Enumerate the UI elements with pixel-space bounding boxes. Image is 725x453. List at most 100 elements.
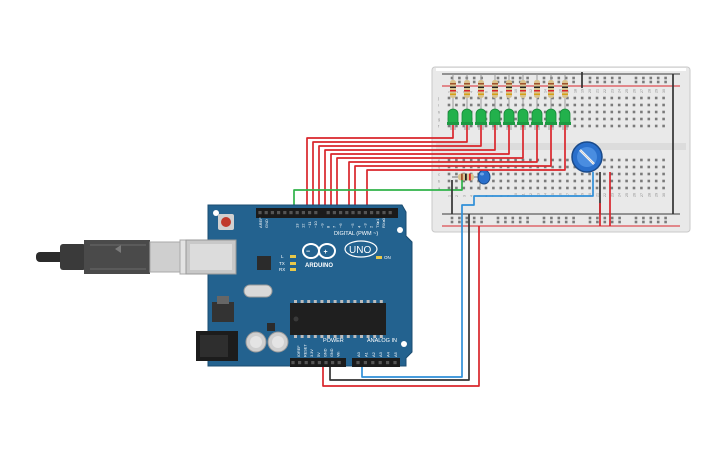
breadboard-hole[interactable]: [647, 179, 651, 183]
rail-hole[interactable]: [550, 220, 553, 224]
breadboard-hole[interactable]: [617, 103, 621, 107]
rail-hole[interactable]: [472, 76, 476, 80]
breadboard-hole[interactable]: [551, 179, 554, 183]
breadboard-hole[interactable]: [595, 179, 599, 183]
rail-hole[interactable]: [564, 76, 568, 80]
breadboard-hole[interactable]: [617, 158, 621, 162]
breadboard-hole[interactable]: [506, 186, 510, 190]
breadboard-hole[interactable]: [610, 179, 614, 183]
breadboard-hole[interactable]: [492, 165, 495, 169]
analog-pin[interactable]: [356, 361, 360, 365]
breadboard-hole[interactable]: [499, 179, 503, 183]
header-pin[interactable]: [301, 211, 305, 215]
rail-hole[interactable]: [596, 80, 599, 84]
power-pin[interactable]: [324, 361, 328, 365]
breadboard-hole[interactable]: [647, 124, 651, 128]
breadboard-hole[interactable]: [566, 186, 569, 190]
rail-hole[interactable]: [596, 216, 599, 220]
rail-hole[interactable]: [504, 220, 507, 224]
rail-hole[interactable]: [564, 216, 568, 220]
rail-hole[interactable]: [496, 216, 500, 220]
header-pin[interactable]: [270, 211, 274, 215]
breadboard-hole[interactable]: [536, 179, 540, 183]
rail-hole[interactable]: [518, 220, 522, 224]
breadboard-hole[interactable]: [640, 172, 643, 176]
rail-hole[interactable]: [572, 80, 575, 84]
power-pin[interactable]: [298, 361, 302, 365]
rail-hole[interactable]: [588, 220, 592, 224]
header-pin[interactable]: [357, 211, 361, 215]
breadboard-hole[interactable]: [662, 165, 665, 169]
rail-hole[interactable]: [610, 80, 614, 84]
breadboard-hole[interactable]: [536, 172, 540, 176]
breadboard-hole[interactable]: [506, 158, 510, 162]
rail-hole[interactable]: [572, 216, 575, 220]
breadboard-hole[interactable]: [573, 96, 577, 100]
rail-hole[interactable]: [642, 76, 645, 80]
breadboard-hole[interactable]: [625, 96, 628, 100]
rail-hole[interactable]: [564, 220, 568, 224]
breadboard-hole[interactable]: [543, 186, 547, 190]
breadboard-hole[interactable]: [566, 158, 569, 162]
breadboard-hole[interactable]: [588, 124, 591, 128]
rail-hole[interactable]: [610, 76, 614, 80]
breadboard-hole[interactable]: [551, 158, 554, 162]
breadboard-hole[interactable]: [632, 103, 636, 107]
header-pin[interactable]: [363, 211, 367, 215]
rail-hole[interactable]: [664, 216, 667, 220]
rail-hole[interactable]: [458, 80, 461, 84]
rail-hole[interactable]: [518, 76, 522, 80]
breadboard-hole[interactable]: [632, 110, 636, 114]
breadboard-hole[interactable]: [625, 117, 628, 121]
breadboard-hole[interactable]: [588, 179, 591, 183]
breadboard-hole[interactable]: [462, 103, 466, 107]
breadboard-hole[interactable]: [492, 179, 495, 183]
breadboard-hole[interactable]: [447, 103, 451, 107]
header-pin[interactable]: [351, 211, 355, 215]
rail-hole[interactable]: [588, 216, 592, 220]
breadboard-hole[interactable]: [477, 165, 480, 169]
rail-hole[interactable]: [511, 216, 515, 220]
breadboard-hole[interactable]: [580, 172, 584, 176]
breadboard-hole[interactable]: [588, 172, 591, 176]
breadboard-hole[interactable]: [506, 103, 510, 107]
analog-pin[interactable]: [386, 361, 390, 365]
rail-hole[interactable]: [526, 76, 529, 80]
breadboard-hole[interactable]: [573, 165, 577, 169]
rail-hole[interactable]: [496, 76, 500, 80]
breadboard-hole[interactable]: [588, 117, 591, 121]
breadboard-hole[interactable]: [662, 103, 665, 107]
header-pin[interactable]: [264, 211, 268, 215]
breadboard-hole[interactable]: [566, 172, 569, 176]
rail-hole[interactable]: [664, 220, 667, 224]
rail-hole[interactable]: [618, 76, 621, 80]
breadboard-hole[interactable]: [492, 172, 495, 176]
breadboard-hole[interactable]: [558, 124, 562, 128]
breadboard-hole[interactable]: [455, 124, 458, 128]
rail-hole[interactable]: [472, 220, 476, 224]
breadboard-hole[interactable]: [514, 124, 517, 128]
breadboard-hole[interactable]: [447, 172, 451, 176]
breadboard-hole[interactable]: [521, 158, 525, 162]
breadboard-hole[interactable]: [632, 124, 636, 128]
breadboard-hole[interactable]: [447, 165, 451, 169]
breadboard-hole[interactable]: [514, 117, 517, 121]
breadboard-hole[interactable]: [654, 179, 658, 183]
breadboard-hole[interactable]: [447, 179, 451, 183]
breadboard-hole[interactable]: [506, 96, 510, 100]
header-pin[interactable]: [277, 211, 281, 215]
breadboard-hole[interactable]: [529, 124, 532, 128]
breadboard-hole[interactable]: [514, 179, 517, 183]
breadboard-hole[interactable]: [640, 158, 643, 162]
breadboard-hole[interactable]: [647, 103, 651, 107]
header-pin[interactable]: [332, 211, 336, 215]
header-pin[interactable]: [258, 211, 262, 215]
breadboard-hole[interactable]: [469, 179, 473, 183]
breadboard-hole[interactable]: [543, 117, 547, 121]
analog-pin[interactable]: [378, 361, 382, 365]
breadboard-hole[interactable]: [603, 103, 606, 107]
rail-hole[interactable]: [465, 220, 469, 224]
rail-hole[interactable]: [450, 76, 454, 80]
breadboard-hole[interactable]: [529, 165, 532, 169]
breadboard-hole[interactable]: [529, 179, 532, 183]
